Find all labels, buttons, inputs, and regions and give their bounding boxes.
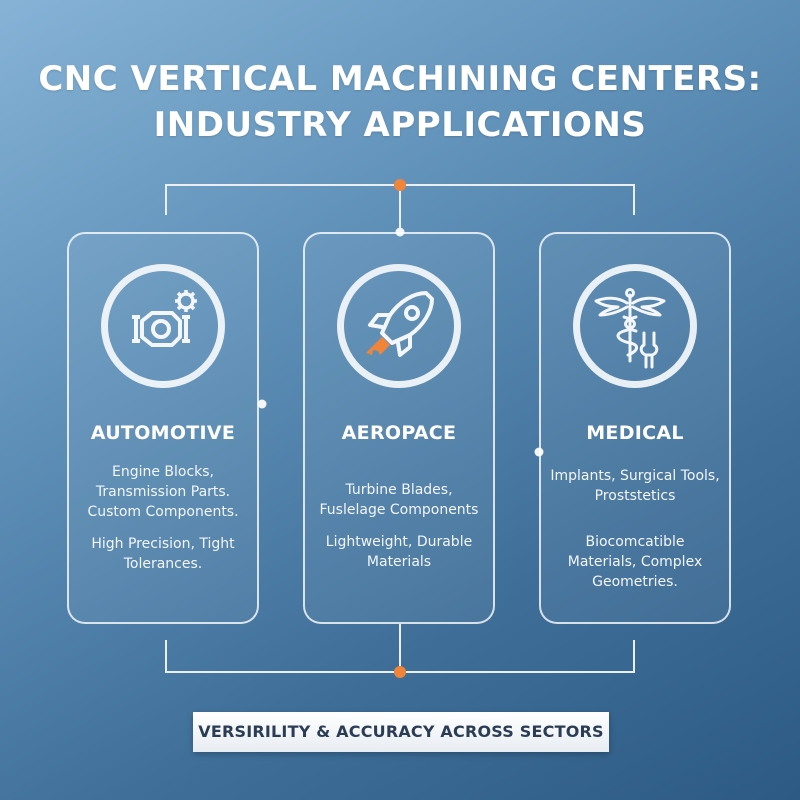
card-automotive: AUTOMOTIVE Engine Blocks, Transmission P…: [67, 232, 259, 624]
card-title: AEROPACE: [341, 422, 457, 444]
top-accent-node: [394, 179, 406, 191]
card-description: Implants, Surgical Tools, Proststetics: [550, 468, 720, 504]
title-line-1: CNC VERTICAL MACHINING CENTERS:: [38, 59, 762, 99]
caduceus-joint-icon: [594, 288, 666, 369]
title-line-2: INDUSTRY APPLICATIONS: [153, 105, 647, 145]
icon-ring: [101, 264, 225, 388]
icon-ring: [337, 264, 461, 388]
card-title: AUTOMOTIVE: [90, 422, 236, 444]
card-features: High Precision, Tight Tolerances.: [91, 536, 235, 572]
bottom-accent-node: [394, 666, 406, 678]
left-card-node: [257, 399, 267, 409]
rocket-icon: [366, 291, 434, 357]
card-description: Turbine Blades, Fuslelage Components: [319, 482, 479, 518]
card-title: MEDICAL: [586, 422, 684, 444]
card-features: Biocomcatible Materials, Complex Geometr…: [567, 534, 703, 590]
page-title: CNC VERTICAL MACHINING CENTERS: INDUSTRY…: [0, 56, 800, 148]
card-description: Engine Blocks, Transmission Parts. Custo…: [87, 464, 239, 520]
footer-banner: VERSIRILITY & ACCURACY ACROSS SECTORS: [193, 712, 609, 752]
card-aeropace: AEROPACE Turbine Blades, Fuslelage Compo…: [303, 232, 495, 624]
card-features: Lightweight, Durable Materials: [325, 534, 473, 570]
card-medical: MEDICAL Implants, Surgical Tools, Prosts…: [539, 232, 731, 624]
icon-ring: [573, 264, 697, 388]
engine-gear-icon: [132, 290, 197, 347]
